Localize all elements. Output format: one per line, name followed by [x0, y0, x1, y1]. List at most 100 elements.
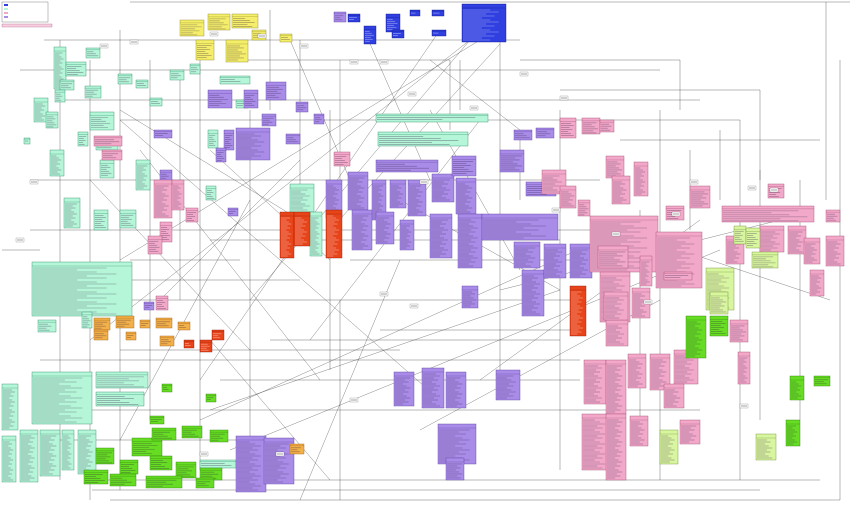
class-box	[199, 339, 213, 353]
class-box	[633, 161, 649, 197]
class-box	[155, 295, 169, 311]
class-box-body	[119, 459, 139, 475]
class-box-body	[679, 419, 701, 445]
class-box	[195, 39, 215, 61]
class-box-body	[333, 151, 351, 167]
class-box	[495, 369, 521, 401]
class-box	[207, 13, 231, 31]
class-box	[61, 429, 75, 471]
class-box-body	[663, 271, 693, 281]
class-box	[219, 75, 251, 85]
class-box-body	[461, 285, 479, 309]
class-box	[125, 331, 137, 341]
class-box-body	[605, 413, 627, 481]
class-box-body	[559, 185, 577, 209]
class-box	[409, 9, 421, 17]
class-box	[169, 69, 185, 81]
class-box	[109, 473, 137, 487]
class-box	[279, 211, 295, 259]
class-box	[153, 129, 173, 139]
class-box	[289, 443, 305, 455]
association-line	[363, 29, 431, 181]
class-box	[155, 317, 173, 329]
class-box-body	[95, 391, 145, 407]
class-box	[195, 477, 215, 489]
class-box-body	[513, 129, 533, 141]
class-box	[149, 415, 165, 425]
class-box	[207, 129, 219, 149]
class-box	[115, 315, 135, 329]
class-box	[295, 101, 309, 113]
class-box	[205, 185, 217, 201]
class-box-body	[393, 371, 415, 407]
class-box	[31, 371, 93, 425]
class-box	[189, 63, 201, 75]
class-box-body	[65, 61, 87, 77]
class-box	[407, 179, 427, 217]
association-line	[429, 59, 521, 131]
class-box-body	[495, 369, 521, 401]
class-box	[431, 29, 447, 37]
class-box	[375, 211, 395, 245]
class-box-body	[219, 75, 251, 85]
class-box-body	[243, 89, 259, 109]
class-box	[455, 177, 477, 215]
class-box-body	[207, 129, 219, 149]
class-box-body	[181, 425, 203, 439]
class-box-body	[375, 159, 439, 173]
class-box	[119, 459, 139, 475]
association-line	[119, 39, 481, 261]
class-box	[431, 173, 455, 203]
association-line	[159, 159, 301, 301]
class-box	[789, 375, 805, 401]
class-box	[569, 285, 587, 337]
class-box	[145, 475, 183, 489]
class-box	[183, 339, 195, 349]
class-box-body	[183, 339, 195, 349]
class-box-body	[729, 319, 749, 343]
class-box-body	[559, 117, 577, 139]
class-box	[49, 149, 65, 177]
class-box	[569, 243, 593, 279]
class-box	[429, 213, 453, 259]
class-box	[605, 319, 629, 347]
class-box-body	[445, 457, 465, 481]
class-box	[709, 315, 729, 337]
class-box	[631, 287, 651, 319]
class-box-body	[737, 351, 751, 385]
class-box-body	[199, 459, 237, 469]
class-box	[63, 197, 81, 229]
class-box	[513, 241, 541, 269]
class-box	[171, 179, 185, 211]
class-box-body	[627, 353, 647, 389]
class-box-body	[431, 173, 455, 203]
class-box-body	[195, 39, 215, 61]
class-box	[119, 209, 137, 229]
class-box	[581, 413, 611, 471]
class-box	[53, 46, 67, 90]
class-box-body	[33, 97, 49, 123]
class-box	[211, 329, 225, 341]
class-box	[54, 89, 66, 103]
class-box-body	[223, 129, 235, 151]
class-box	[737, 351, 751, 385]
association-line	[119, 109, 301, 221]
class-box-body	[135, 79, 149, 89]
class-box-body	[117, 73, 133, 85]
class-box-body	[407, 179, 427, 217]
class-box-body	[569, 285, 587, 337]
class-box-body	[205, 393, 217, 403]
class-box	[421, 367, 445, 409]
class-box	[333, 11, 347, 23]
class-box-body	[759, 225, 785, 253]
class-box	[93, 329, 109, 341]
class-box-body	[599, 119, 615, 133]
class-box	[375, 113, 489, 123]
class-box-body	[153, 129, 173, 139]
class-box	[663, 383, 685, 409]
class-box	[33, 97, 49, 123]
class-box	[577, 199, 591, 217]
class-box-body	[597, 245, 629, 269]
class-box-body	[207, 89, 233, 109]
class-box	[481, 213, 559, 241]
